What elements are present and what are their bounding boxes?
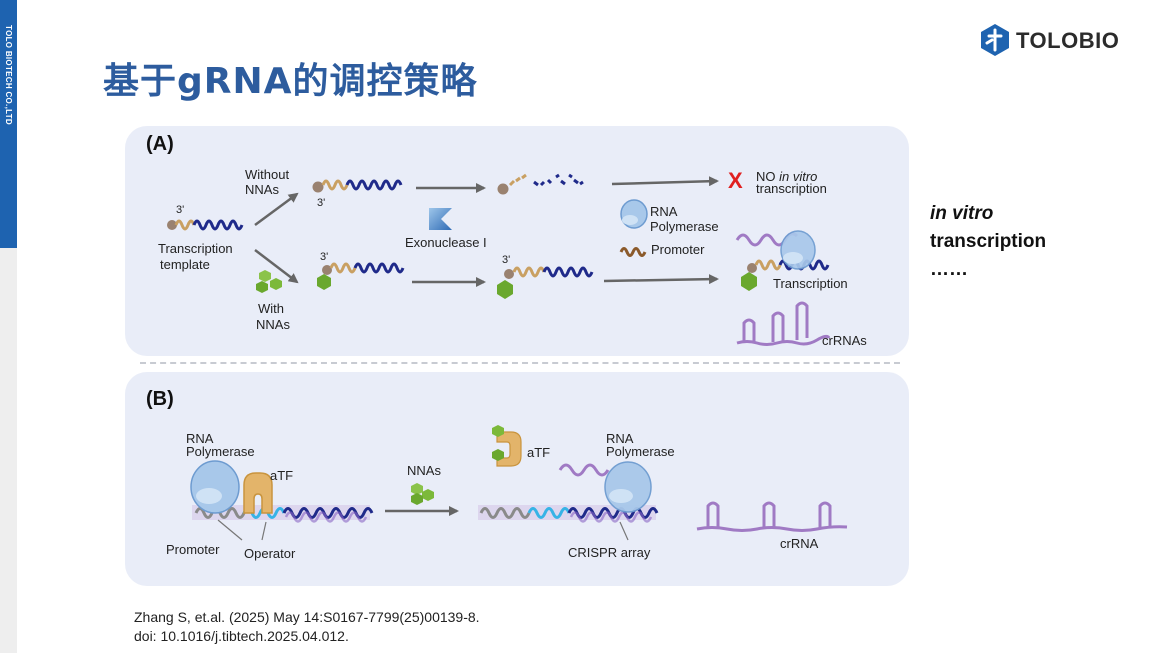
crrnas-label: crRNAs	[822, 333, 867, 348]
panel-divider	[140, 362, 900, 364]
free-atf-with-nnas	[492, 425, 522, 467]
dna-bottom-row-1	[317, 262, 405, 290]
side-note-italic: in vitro	[930, 203, 994, 224]
dna-bottom-row-2	[497, 266, 594, 299]
side-note-line3: ……	[930, 259, 968, 280]
dna-top-row	[312, 179, 403, 193]
b-crrna-label: crRNA	[780, 536, 819, 551]
without-nnas-line2: NNAs	[245, 182, 279, 197]
top-row-3prime-label: 3'	[317, 197, 326, 209]
no-transcription-line2: transcription	[756, 181, 827, 196]
template-3prime-label: 3'	[176, 204, 185, 216]
page-title: 基于gRNA的调控策略	[103, 61, 478, 102]
arrow-without-nnas	[254, 192, 299, 227]
transcription-label: Transcription	[773, 276, 848, 291]
without-nnas-line1: Without	[245, 167, 290, 182]
b-crispr-array-label: CRISPR array	[568, 545, 651, 560]
arrow-to-no-transcription	[611, 176, 719, 187]
with-nnas-line1: With	[258, 301, 284, 316]
side-note-line2: transcription	[930, 231, 1047, 252]
template-label-line2: template	[160, 257, 210, 272]
panel-b-crrna	[696, 501, 848, 532]
bottom-row-3prime-label: 3'	[320, 251, 329, 263]
rna-polymerase-label-line1: RNA	[650, 204, 678, 219]
b-rna-polymerase-line1: RNA	[186, 431, 214, 446]
citation-line1: Zhang S, et.al. (2025) May 14:S0167-7799…	[134, 609, 480, 625]
left-brand-strip	[0, 0, 17, 248]
bottom-row2-3prime-label: 3'	[502, 254, 511, 266]
panel-b-rna-polymerase-icon	[190, 460, 240, 514]
b-rna-polymerase-line2: Polymerase	[186, 444, 255, 459]
panel-a-tag: (A)	[146, 133, 174, 155]
with-nnas-line2: NNAs	[256, 317, 290, 332]
citation-line2: doi: 10.1016/j.tibtech.2025.04.012.	[134, 628, 349, 644]
atf-icon	[243, 472, 273, 514]
promoter-pointer	[217, 519, 243, 541]
b-right-rna-polymerase-line1: RNA	[606, 431, 634, 446]
x-mark-icon: X	[728, 168, 743, 193]
nna-cluster-b	[411, 483, 434, 505]
promoter-icon	[619, 247, 647, 257]
citation: Zhang S, et.al. (2025) May 14:S0167-7799…	[134, 608, 480, 646]
arrow-with-nnas	[254, 249, 299, 284]
side-note: in vitro transcription ……	[930, 200, 1046, 284]
arrow-to-transcription	[603, 274, 719, 285]
panel-b-tag: (B)	[146, 388, 174, 410]
b-operator-label: Operator	[244, 546, 296, 561]
nna-cluster-a	[256, 270, 282, 293]
b-right-rna-polymerase-line2: Polymerase	[606, 444, 675, 459]
crispr-pointer	[619, 521, 629, 541]
b-atf-label: aTF	[270, 468, 294, 483]
logo-hexagon-icon	[981, 24, 1009, 56]
b-promoter-label: Promoter	[166, 542, 220, 557]
template-label-line1: Transcription	[158, 241, 233, 256]
rna-polymerase-icon	[620, 199, 648, 229]
exonuclease-icon	[429, 208, 452, 230]
promoter-label: Promoter	[651, 242, 705, 257]
degraded-dna	[497, 173, 584, 195]
panel-b-right-dna	[478, 461, 659, 523]
b-free-atf-label: aTF	[527, 445, 551, 460]
no-transcription-line1: NO in vitro	[756, 169, 818, 184]
rna-polymerase-label-line2: Polymerase	[650, 219, 719, 234]
logo-text: TOLOBIO	[1016, 28, 1120, 53]
operator-pointer	[261, 521, 267, 541]
panel-a	[125, 126, 909, 356]
panel-b-left-dna	[192, 505, 374, 523]
exonuclease-label: Exonuclease I	[405, 235, 487, 250]
b-nnas-label: NNAs	[407, 463, 441, 478]
transcription-complex	[735, 230, 830, 291]
template-dna	[167, 219, 244, 231]
company-logo: TOLOBIO	[978, 22, 1138, 58]
crrnas-hairpins	[736, 301, 831, 346]
